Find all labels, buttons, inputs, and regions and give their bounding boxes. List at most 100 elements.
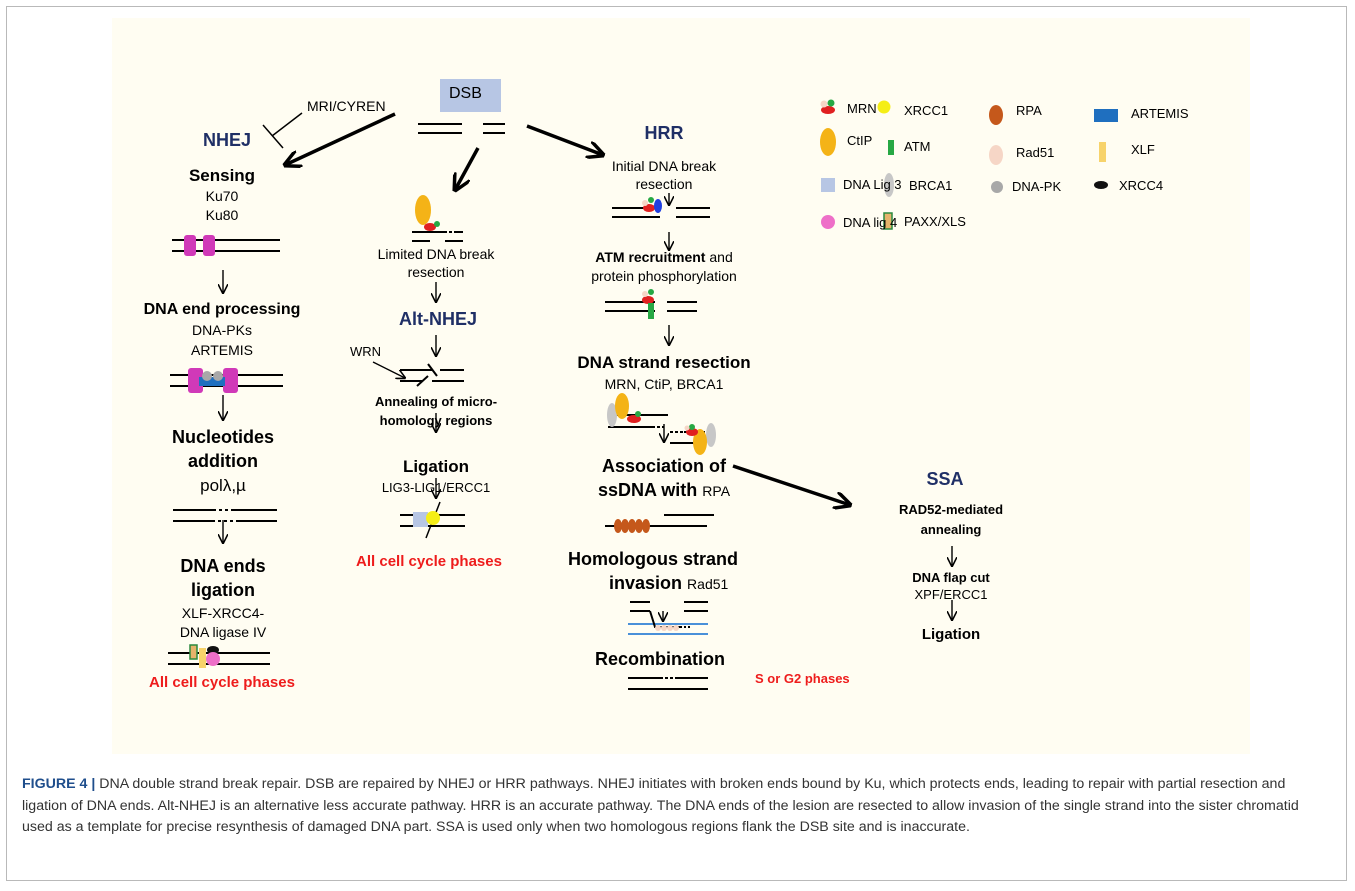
pathway-arrows xyxy=(285,112,850,505)
mrn-icon xyxy=(820,99,835,114)
rpa-icon xyxy=(989,105,1003,125)
figure-caption: FIGURE 4 | DNA double strand break repai… xyxy=(22,774,1332,839)
atm-icon xyxy=(888,140,894,155)
atm-recruitment-bold: ATM recruitment xyxy=(595,249,706,265)
legend-label-paxx-xls: PAXX/XLS xyxy=(904,214,966,229)
dna-ends-heading: DNA ends xyxy=(180,556,266,576)
ctip-icon xyxy=(820,128,836,156)
alt-nhej-limited-dna xyxy=(412,195,463,242)
hrr-rpa-dna xyxy=(605,514,714,533)
rad52-label-2: annealing xyxy=(920,522,982,537)
dna-pks-label: DNA-PKs xyxy=(192,322,252,338)
alt-nhej-annealing-dna xyxy=(400,363,464,387)
hrr-invasion-dna xyxy=(628,601,708,635)
legend-label-xlf: XLF xyxy=(1131,142,1155,157)
artemis-icon xyxy=(1094,109,1118,122)
atm-recruitment-and: and xyxy=(705,249,733,265)
dna-pk-icon xyxy=(991,181,1003,193)
paxx-xls-icon xyxy=(883,212,893,230)
nhej-nucleotide-dna xyxy=(173,509,277,522)
alt-nhej-ligation-dna xyxy=(400,501,465,539)
nhej-ligation-dna xyxy=(168,644,270,668)
legend-label-dna-lig3: DNA Lig 3 xyxy=(843,177,902,192)
mri-cyren-label: MRI/CYREN xyxy=(307,98,386,114)
xrcc1-icon xyxy=(877,100,891,114)
artemis-label: ARTEMIS xyxy=(191,342,253,358)
legend-label-ctip: CtIP xyxy=(847,133,873,148)
ligation-heading: ligation xyxy=(191,580,255,600)
hrr-strand-resection-dna xyxy=(607,393,716,455)
legend-label-rpa: RPA xyxy=(1016,103,1042,118)
legend-label-rad51: Rad51 xyxy=(1016,145,1055,160)
legend-label-xrcc4: XRCC4 xyxy=(1119,178,1164,193)
caption-label: FIGURE 4 | xyxy=(22,776,96,792)
nucleotides-heading: Nucleotides xyxy=(171,427,275,447)
ku80-label: Ku80 xyxy=(205,207,239,223)
hrr-title: HRR xyxy=(644,123,684,143)
dna-lig3-icon xyxy=(821,178,835,192)
invasion-line: invasion Rad51 xyxy=(609,573,728,594)
legend-label-atm: ATM xyxy=(904,139,931,154)
atm-recruitment-line: ATM recruitment and xyxy=(595,249,732,265)
rad52-label-1: RAD52-mediated xyxy=(898,502,1004,517)
ssa-ligation-heading: Ligation xyxy=(921,626,981,643)
resection-proteins-label: MRN, CtiP, BRCA1 xyxy=(604,376,724,392)
strand-resection-heading: DNA strand resection xyxy=(577,353,751,372)
hrr-atm-dna xyxy=(605,289,697,319)
initial-resection-label-2: resection xyxy=(635,176,693,192)
nhej-dnapk-dna xyxy=(170,368,283,393)
pol-label: polλ,µ xyxy=(200,476,246,495)
caption-text: DNA double strand break repair. DSB are … xyxy=(22,776,1299,835)
hrr-initial-dna xyxy=(612,197,710,218)
sensing-heading: Sensing xyxy=(188,166,256,185)
legend-label-brca1: BRCA1 xyxy=(909,178,953,193)
ssdna-with-label: ssDNA with xyxy=(597,480,698,500)
addition-heading: addition xyxy=(188,451,258,471)
figure-frame xyxy=(6,6,1347,881)
xpf-ercc1-label: XPF/ERCC1 xyxy=(914,587,988,602)
rpa-label: RPA xyxy=(702,483,731,499)
alt-nhej-title: Alt-NHEJ xyxy=(398,309,478,329)
nhej-phases: All cell cycle phases xyxy=(149,674,295,691)
hrr-phases: S or G2 phases xyxy=(755,671,850,686)
legend-label-xrcc1: XRCC1 xyxy=(904,103,949,118)
legend-icons xyxy=(820,99,1118,230)
inhibition-symbol xyxy=(262,112,303,149)
legend-label-dna-lig4: DNA lig 4 xyxy=(843,215,898,230)
alt-nhej-phases: All cell cycle phases xyxy=(356,553,502,570)
initial-resection-label-1: Initial DNA break xyxy=(611,158,717,174)
rad51-icon xyxy=(989,145,1003,165)
step-arrows xyxy=(223,193,952,621)
xrcc4-icon xyxy=(1094,181,1108,189)
lig3-label: LIG3-LIG1/ERCC1 xyxy=(381,480,491,495)
alt-ligation-heading: Ligation xyxy=(402,457,470,476)
wrn-label: WRN xyxy=(350,344,382,359)
brca1-icon xyxy=(884,173,894,197)
phosphorylation-label: protein phosphorylation xyxy=(591,268,737,284)
legend-label-mrn: MRN xyxy=(847,101,877,116)
dsb-broken-dna xyxy=(418,123,505,134)
limited-resection-label-1: Limited DNA break xyxy=(377,246,495,262)
xlf-icon xyxy=(1099,142,1106,162)
flap-cut-label: DNA flap cut xyxy=(912,570,990,585)
annealing-label-1: Annealing of micro- xyxy=(374,394,498,409)
association-heading-2: ssDNA with RPA xyxy=(598,480,730,501)
dna-lig4-icon xyxy=(821,215,835,229)
rad51-label: Rad51 xyxy=(687,576,729,592)
invasion-heading: invasion xyxy=(609,573,683,593)
limited-resection-label-2: resection xyxy=(407,264,465,280)
legend-label-dna-pk: DNA-PK xyxy=(1012,179,1062,194)
dsb-label: DSB xyxy=(449,85,482,102)
dsb-box xyxy=(440,79,501,112)
diagram-panel xyxy=(112,18,1250,754)
nhej-title: NHEJ xyxy=(202,130,252,150)
xlf-xrcc4-label: XLF-XRCC4- xyxy=(181,605,265,621)
hrr-recombination-dna xyxy=(628,677,708,690)
annealing-label-2: homology regions xyxy=(379,413,493,428)
end-processing-heading: DNA end processing xyxy=(143,301,301,318)
ssa-title: SSA xyxy=(926,469,964,489)
nhej-ku-dna xyxy=(172,235,280,256)
legend-label-artemis: ARTEMIS xyxy=(1131,106,1189,121)
homologous-heading: Homologous strand xyxy=(568,549,738,569)
